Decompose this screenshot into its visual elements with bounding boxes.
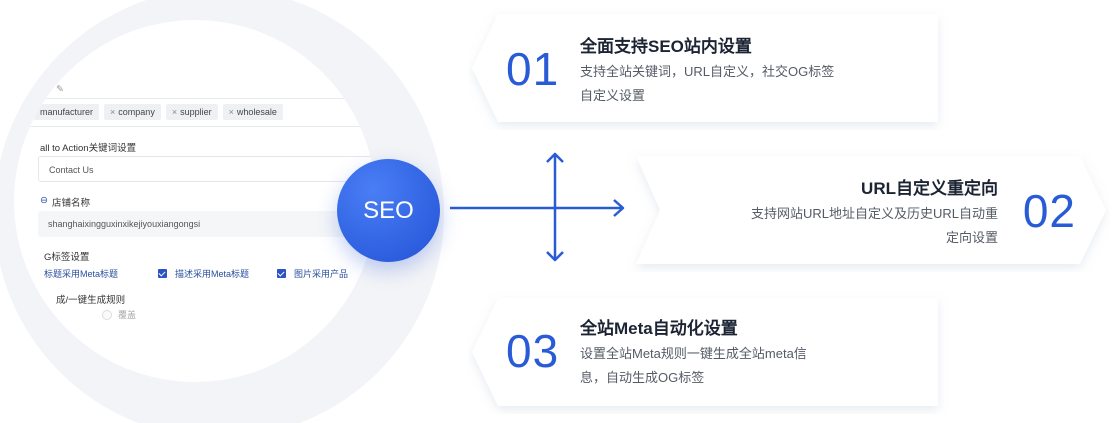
- seo-settings-form: ✎ manufacturer ×company ×supplier ×whole…: [14, 20, 376, 382]
- store-name-input[interactable]: shanghaixingguxinxikejiyouxiangongsi: [38, 211, 376, 237]
- feature-card-02: URL自定义重定向 支持网站URL地址自定义及历史URL自动重 定向设置 02: [626, 150, 1110, 272]
- card-description: 支持全站关键词，URL自定义，社交OG标签 自定义设置: [580, 64, 835, 103]
- checkbox-title-meta[interactable]: 标题采用Meta标题: [44, 269, 119, 279]
- seo-badge: SEO: [337, 159, 440, 262]
- form-preview: ✎ manufacturer ×company ×supplier ×whole…: [14, 20, 376, 382]
- checkbox-checked-icon: [277, 269, 286, 278]
- feature-card-03: 03 全站Meta自动化设置 设置全站Meta规则一键生成全站meta信 息，自…: [468, 292, 948, 414]
- checkbox-image-product[interactable]: 图片采用产品: [277, 267, 348, 280]
- og-tag-label: G标签设置: [44, 252, 90, 263]
- keyword-tags: manufacturer ×company ×supplier ×wholesa…: [34, 104, 283, 120]
- radio-icon: [102, 309, 112, 320]
- tag-manufacturer[interactable]: manufacturer: [34, 104, 100, 120]
- tag-remove-icon[interactable]: ×: [171, 107, 178, 117]
- card-title: 全面支持SEO站内设置: [580, 37, 752, 56]
- card-background: [472, 14, 938, 122]
- card-number: 01: [506, 43, 560, 95]
- cta-keyword-input[interactable]: Contact Us: [38, 156, 376, 182]
- edit-icon: ✎: [56, 84, 64, 95]
- tag-supplier[interactable]: ×supplier: [165, 104, 218, 120]
- card-title: URL自定义重定向: [861, 179, 998, 198]
- card-title: 全站Meta自动化设置: [580, 319, 738, 338]
- store-name-label: 店铺名称: [52, 198, 91, 209]
- card-number: 02: [1022, 185, 1076, 237]
- card-number: 03: [506, 325, 560, 377]
- cta-keyword-label: all to Action关键词设置: [40, 143, 137, 154]
- rule-label: 成/一键生成规则: [56, 295, 126, 306]
- tag-remove-icon[interactable]: ×: [110, 107, 116, 117]
- tag-wholesale[interactable]: ×wholesale: [222, 104, 283, 120]
- tag-remove-icon[interactable]: ×: [228, 107, 234, 117]
- checkbox-checked-icon: [158, 269, 167, 278]
- checkbox-desc-meta[interactable]: 描述采用Meta标题: [158, 267, 249, 280]
- radio-overwrite[interactable]: 覆盖: [102, 308, 136, 321]
- card-background: [472, 298, 938, 406]
- card-description: 设置全站Meta规则一键生成全站meta信 息，自动生成OG标签: [580, 346, 807, 385]
- feature-card-01: 01 全面支持SEO站内设置 支持全站关键词，URL自定义，社交OG标签 自定义…: [468, 8, 948, 130]
- card-background: [636, 156, 1106, 264]
- store-icon: ⊖: [40, 195, 48, 206]
- card-description: 支持网站URL地址自定义及历史URL自动重 定向设置: [750, 206, 998, 245]
- seo-badge-label: SEO: [363, 196, 414, 224]
- tag-company[interactable]: ×company: [104, 104, 161, 120]
- direction-arrows: [450, 152, 625, 262]
